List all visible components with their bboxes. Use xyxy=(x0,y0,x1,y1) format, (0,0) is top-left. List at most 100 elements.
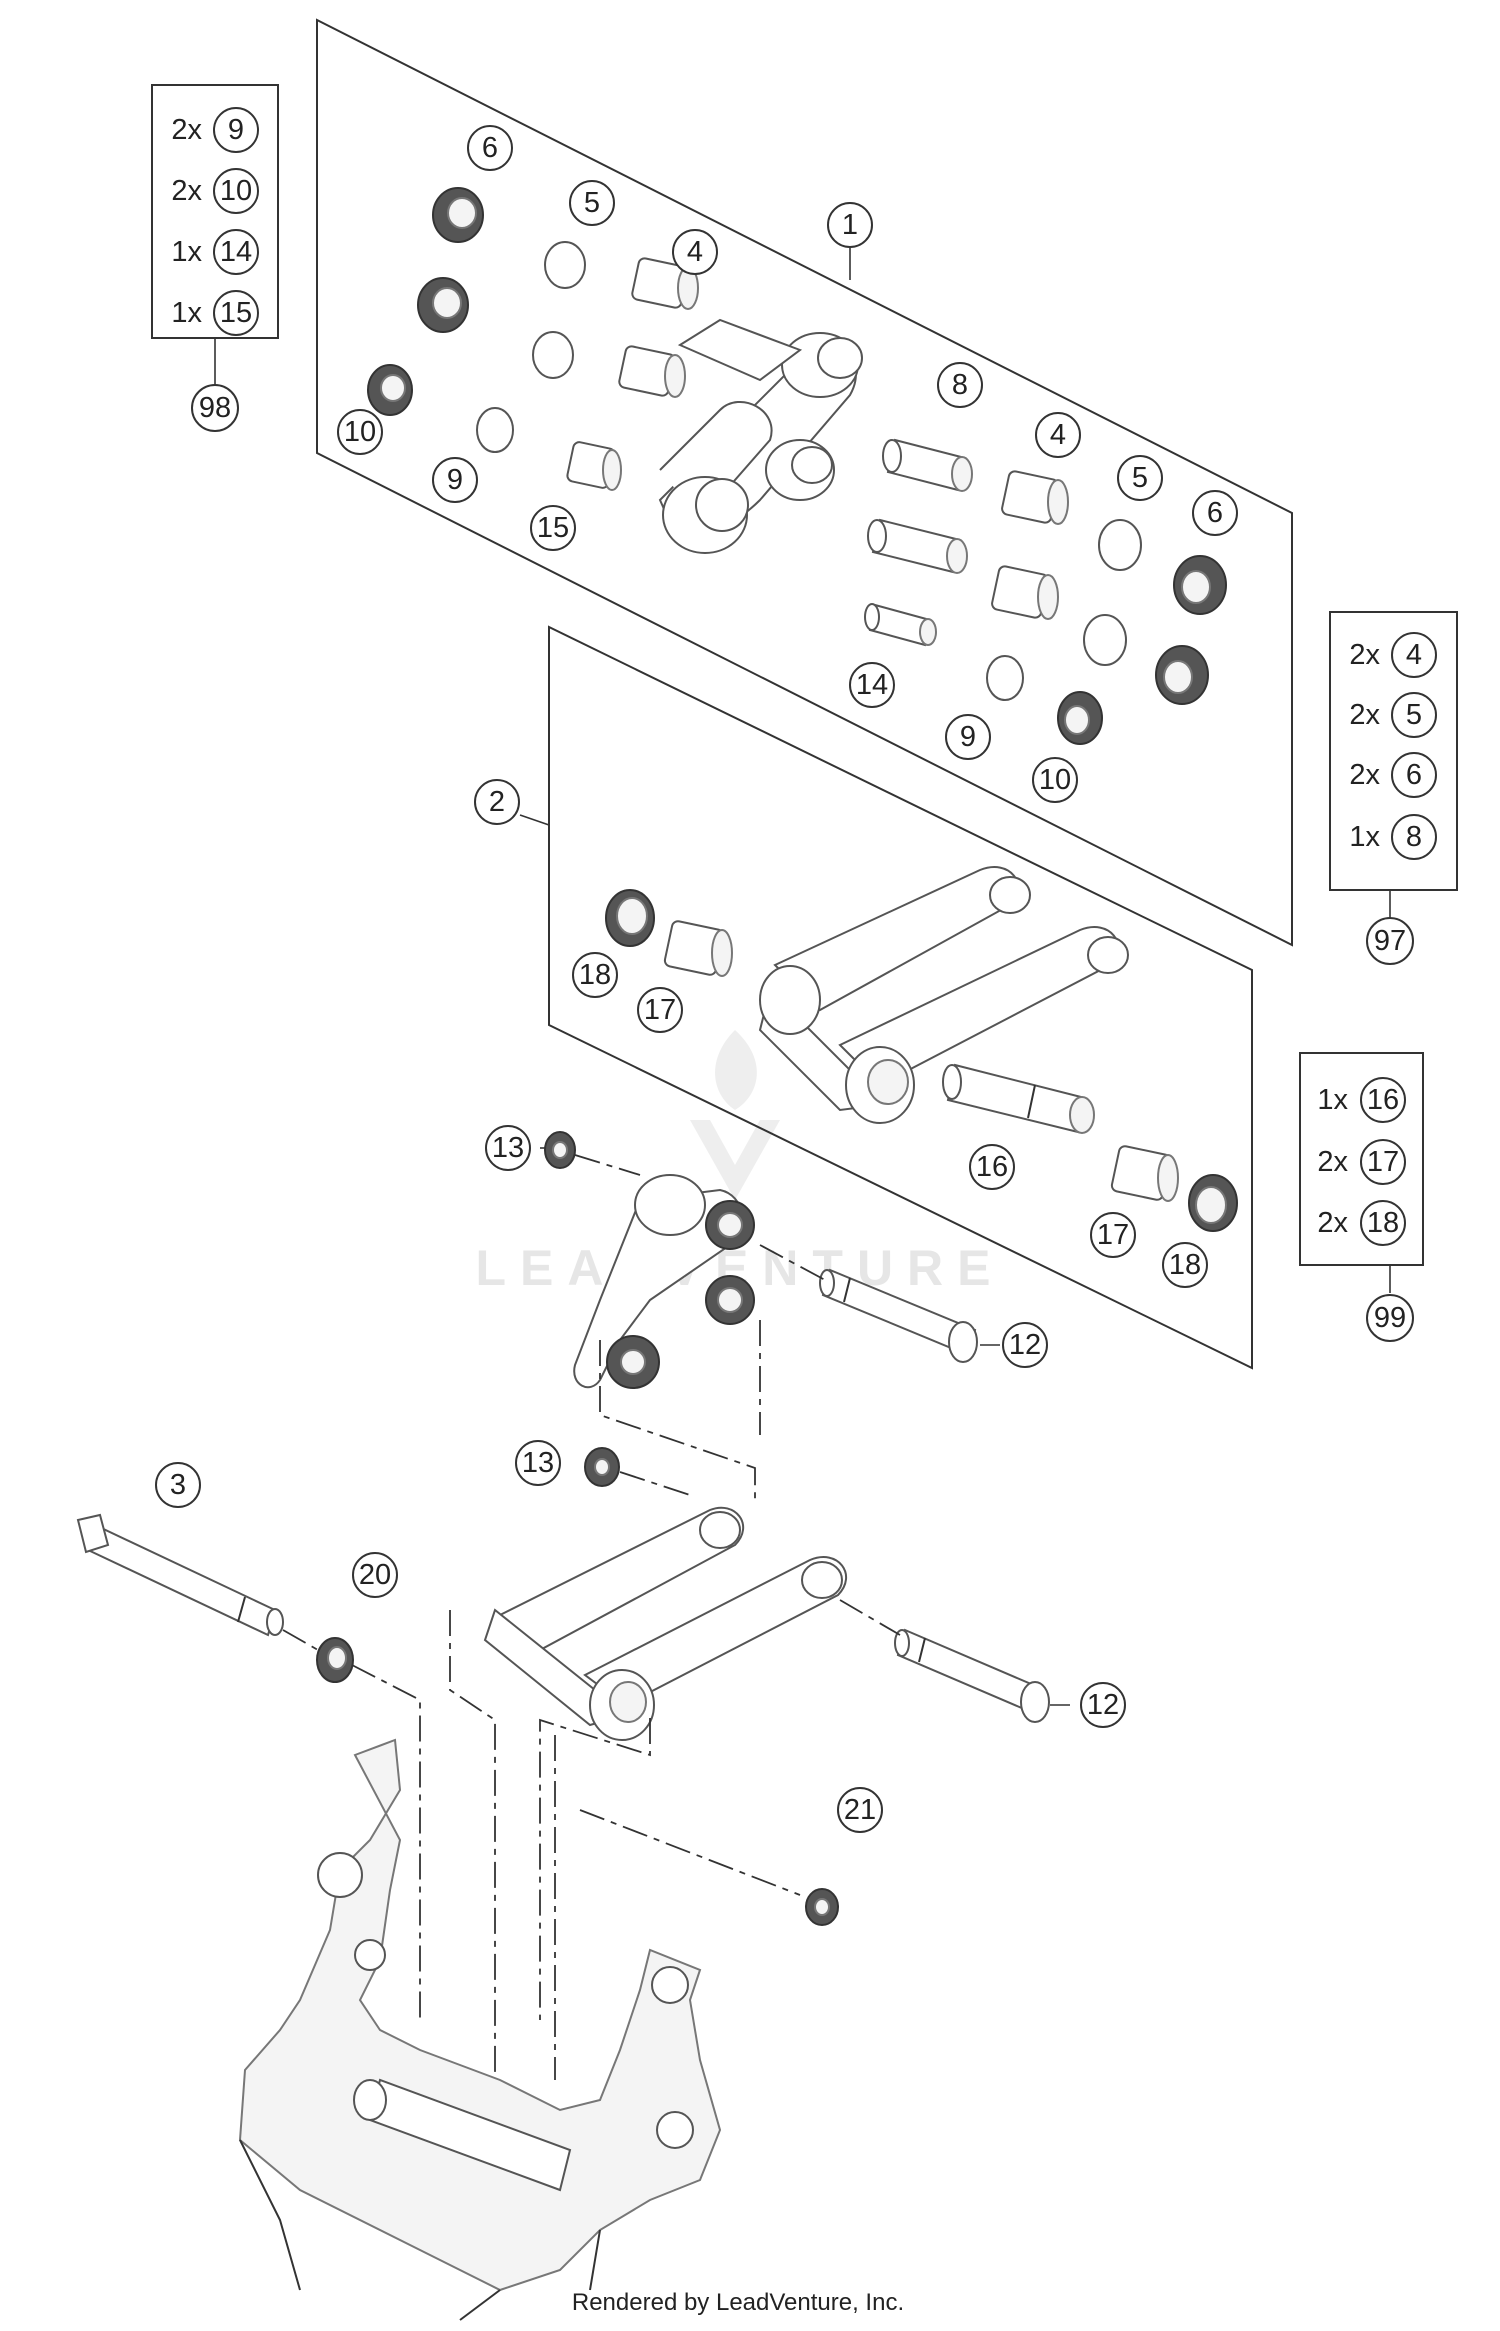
callout-3: 3 xyxy=(155,1462,201,1508)
pin-16 xyxy=(942,1063,1095,1134)
washer-5-right-bottom xyxy=(1083,614,1127,666)
kit-97-part: 6 xyxy=(1406,759,1422,791)
callout-17b: 17 xyxy=(1090,1212,1136,1258)
callout-2: 2 xyxy=(474,779,520,825)
kit-99-row: 2x 18 xyxy=(1317,1200,1406,1246)
assembly-area xyxy=(76,1131,1050,2321)
callout-3-label: 3 xyxy=(170,1469,186,1501)
kit-98-row: 2x 9 xyxy=(171,107,259,153)
kit-99: 1x 16 2x 17 2x 18 99 xyxy=(1299,1052,1424,1342)
washer-5-left-bottom xyxy=(532,331,574,379)
callout-8: 8 xyxy=(937,362,983,408)
callout-6b-label: 6 xyxy=(1207,497,1223,529)
sleeve-8 xyxy=(882,438,973,492)
callout-2-label: 2 xyxy=(489,786,505,818)
callout-10a: 10 xyxy=(337,409,383,455)
callout-21: 21 xyxy=(837,1787,883,1833)
callout-9b-label: 9 xyxy=(960,721,976,753)
callout-16-label: 16 xyxy=(976,1151,1008,1183)
callout-18a-label: 18 xyxy=(579,959,611,991)
leader-lines xyxy=(214,248,1391,1706)
callout-13b-label: 13 xyxy=(522,1447,554,1479)
kit-97-row: 1x 8 xyxy=(1349,814,1437,860)
kit-97-row: 2x 5 xyxy=(1349,692,1437,738)
washer-9-right xyxy=(986,655,1024,701)
kit-98-row: 1x 15 xyxy=(171,290,259,336)
frame-sketch xyxy=(238,1738,722,2321)
kit-97-qty: 2x xyxy=(1349,759,1380,791)
bushing-15 xyxy=(566,441,622,491)
callout-15: 15 xyxy=(530,505,576,551)
callout-5a-label: 5 xyxy=(584,187,600,219)
callout-17a: 17 xyxy=(637,987,683,1033)
callout-8-label: 8 xyxy=(952,369,968,401)
kit-98-part: 14 xyxy=(220,236,252,268)
callout-9a-label: 9 xyxy=(447,464,463,496)
callout-17a-label: 17 xyxy=(644,994,676,1026)
bushing-4-left-bottom xyxy=(618,345,686,398)
kit-99-qty: 1x xyxy=(1317,1084,1348,1116)
kit-97: 2x 4 2x 5 2x 6 1x 8 97 xyxy=(1329,611,1458,965)
bolt-12-top xyxy=(819,1268,978,1363)
kit-97-qty: 2x xyxy=(1349,639,1380,671)
panel-2-outline xyxy=(548,625,1253,1370)
callout-1-label: 1 xyxy=(842,209,858,241)
kit-98-qty: 1x xyxy=(171,297,202,329)
callout-18b-label: 18 xyxy=(1169,1249,1201,1281)
callout-13b: 13 xyxy=(515,1440,561,1486)
callout-10b: 10 xyxy=(1032,757,1078,803)
callout-9b: 9 xyxy=(945,714,991,760)
callout-12a: 12 xyxy=(1002,1322,1048,1368)
callout-10b-label: 10 xyxy=(1039,764,1071,796)
callout-6b: 6 xyxy=(1192,490,1238,536)
bolt-3 xyxy=(76,1513,284,1637)
callout-15-label: 15 xyxy=(537,512,569,544)
callout-12b: 12 xyxy=(1080,1682,1126,1728)
kit-99-number-circle xyxy=(1366,1294,1414,1342)
kit-98-qty: 2x xyxy=(171,175,202,207)
callout-20: 20 xyxy=(352,1552,398,1598)
washer-5-right-top xyxy=(1098,519,1142,571)
callout-1: 1 xyxy=(827,202,873,248)
callout-9a: 9 xyxy=(432,457,478,503)
watermark-flame-icon xyxy=(715,1030,757,1110)
footer-credit: Rendered by LeadVenture, Inc. xyxy=(572,2289,904,2316)
callout-4a: 4 xyxy=(672,229,718,275)
callouts: 1 2 3 4 4 5 5 6 6 8 9 9 10 10 12 12 13 1… xyxy=(155,125,1238,1833)
callout-5a: 5 xyxy=(569,180,615,226)
sleeve-center xyxy=(867,518,968,574)
callout-4b: 4 xyxy=(1035,412,1081,458)
kit-98-label: 98 xyxy=(199,392,231,424)
kit-97-label: 97 xyxy=(1374,925,1406,957)
washer-9-left xyxy=(476,407,514,453)
kit-98-qty: 1x xyxy=(171,236,202,268)
kit-97-row: 2x 4 xyxy=(1349,632,1437,678)
callout-21-label: 21 xyxy=(844,1794,876,1826)
callout-4a-label: 4 xyxy=(687,236,703,268)
bushing-4-left-top xyxy=(631,257,699,310)
callout-14: 14 xyxy=(849,662,895,708)
callout-13a: 13 xyxy=(485,1125,531,1171)
kit-99-part: 16 xyxy=(1367,1084,1399,1116)
bushing-4-right-bottom xyxy=(991,565,1059,620)
panel-connecting-rod-kit xyxy=(548,625,1253,1370)
callout-4b-label: 4 xyxy=(1050,419,1066,451)
kit-99-part: 17 xyxy=(1367,1146,1399,1178)
kit-98-part: 9 xyxy=(228,114,244,146)
kit-97-part: 4 xyxy=(1406,639,1422,671)
kit-98-row: 1x 14 xyxy=(171,229,259,275)
kit-98-row: 2x 10 xyxy=(171,168,259,214)
callout-10a-label: 10 xyxy=(344,416,376,448)
callout-5b-label: 5 xyxy=(1132,462,1148,494)
kit-98-qty: 2x xyxy=(171,114,202,146)
callout-12b-label: 12 xyxy=(1087,1689,1119,1721)
kit-99-row: 2x 17 xyxy=(1317,1139,1406,1185)
assembled-lever xyxy=(573,1174,755,1389)
bushing-4-right-top xyxy=(1001,470,1069,525)
kit-99-row: 1x 16 xyxy=(1317,1077,1406,1123)
callout-16: 16 xyxy=(969,1144,1015,1190)
callout-13a-label: 13 xyxy=(492,1132,524,1164)
kit-97-qty: 1x xyxy=(1349,821,1380,853)
callout-5b: 5 xyxy=(1117,455,1163,501)
